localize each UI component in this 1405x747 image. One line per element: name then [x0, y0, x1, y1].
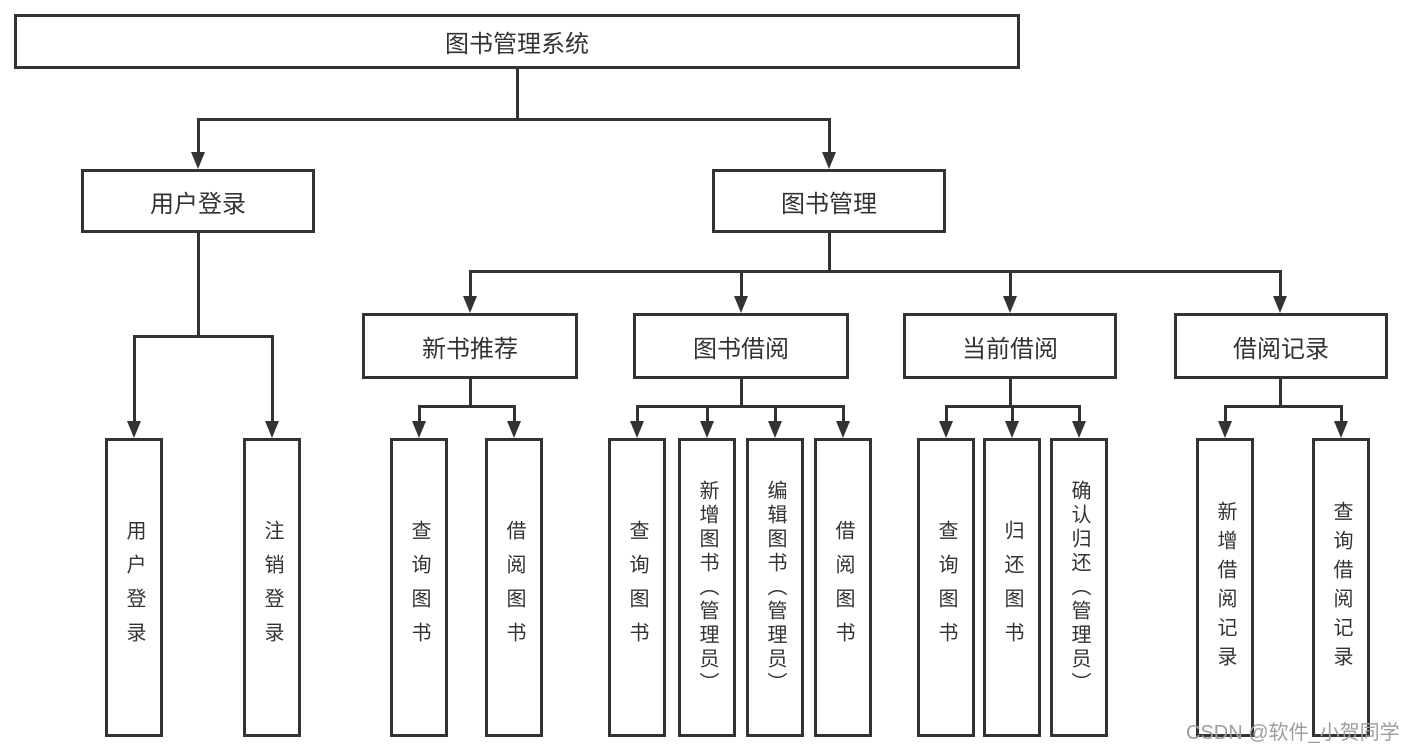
arrowhead-leaf [700, 421, 714, 438]
leaf-query-books: 查询图书 [608, 438, 666, 737]
leaf-label: 确认归还（管理员） [1068, 479, 1090, 696]
connector-stem-current-borrow [1009, 270, 1012, 298]
leaf-label: 借阅图书 [832, 519, 854, 656]
connector-stem-leaf [1224, 405, 1227, 423]
arrowhead-book-borrow [734, 296, 748, 313]
leaf-query-books: 查询图书 [390, 438, 448, 737]
leaf-logout: 注销登录 [243, 438, 301, 737]
leaf-label: 注销登录 [261, 519, 283, 656]
node-label: 用户登录 [150, 190, 246, 218]
node-book-management: 图书管理 [712, 169, 946, 233]
leaf-borrow-books: 借阅图书 [814, 438, 872, 737]
connector-root-split [197, 118, 831, 121]
leaf-label: 归还图书 [1001, 519, 1023, 656]
connector-book-mgmt-split [469, 270, 1282, 273]
connector-book-borrow-stem [740, 379, 743, 408]
arrowhead-login-leaf [127, 421, 141, 438]
leaf-add-books-admin: 新增图书（管理员） [678, 438, 736, 737]
leaf-label: 用户登录 [123, 519, 145, 656]
arrowhead-leaf [1005, 421, 1019, 438]
leaf-label: 新增图书（管理员） [696, 479, 718, 696]
node-label: 图书管理系统 [445, 31, 589, 58]
connector-stem-login-leaf [133, 335, 136, 423]
arrowhead-current-borrow [1003, 296, 1017, 313]
arrowhead-leaf [1072, 421, 1086, 438]
leaf-query-books: 查询图书 [917, 438, 975, 737]
node-user-login: 用户登录 [81, 169, 315, 233]
arrowhead-new-book [463, 296, 477, 313]
connector-stem-user-login [197, 118, 200, 154]
node-label: 当前借阅 [962, 335, 1058, 363]
connector-current-borrow-stem [1009, 379, 1012, 408]
connector-stem-leaf [636, 405, 639, 423]
connector-stem-logout-leaf [271, 335, 274, 423]
node-current-borrowing: 当前借阅 [903, 313, 1117, 379]
connector-stem-leaf [1340, 405, 1343, 423]
arrowhead-leaf [1334, 421, 1348, 438]
connector-stem-leaf [842, 405, 845, 423]
leaf-label: 编辑图书（管理员） [764, 479, 786, 696]
connector-book-mgmt-stem [828, 233, 831, 273]
arrowhead-leaf [939, 421, 953, 438]
node-library-management-system: 图书管理系统 [14, 14, 1020, 69]
arrowhead-user-login [191, 152, 205, 169]
leaf-user-login: 用户登录 [105, 438, 163, 737]
connector-stem-leaf [1011, 405, 1014, 423]
connector-borrow-record-split [1224, 405, 1343, 408]
node-new-book-recommend: 新书推荐 [362, 313, 578, 379]
connector-borrow-record-stem [1279, 379, 1282, 408]
arrowhead-leaf [1218, 421, 1232, 438]
node-label: 借阅记录 [1233, 335, 1329, 363]
connector-new-book-split [418, 405, 516, 408]
arrowhead-leaf [507, 421, 521, 438]
leaf-label: 查询借阅记录 [1330, 500, 1352, 675]
arrowhead-logout-leaf [265, 421, 279, 438]
arrowhead-borrow-record [1273, 296, 1287, 313]
arrowhead-leaf [412, 421, 426, 438]
leaf-label: 查询图书 [935, 519, 957, 656]
csdn-watermark: CSDN @软件_小贺同学 [1186, 722, 1400, 744]
node-borrowing-records: 借阅记录 [1174, 313, 1388, 379]
connector-root-stem [516, 69, 519, 119]
connector-stem-borrow-record [1279, 270, 1282, 298]
arrowhead-book-mgmt [822, 152, 836, 169]
connector-stem-new-book [469, 270, 472, 298]
node-book-borrowing: 图书借阅 [633, 313, 849, 379]
connector-new-book-stem [469, 379, 472, 408]
connector-stem-leaf [945, 405, 948, 423]
connector-stem-leaf [418, 405, 421, 423]
node-label: 新书推荐 [422, 335, 518, 363]
leaf-label: 新增借阅记录 [1214, 500, 1236, 675]
connector-stem-book-borrow [740, 270, 743, 298]
leaf-query-borrow-record: 查询借阅记录 [1312, 438, 1370, 737]
arrowhead-leaf [630, 421, 644, 438]
connector-book-borrow-split [636, 405, 845, 408]
connector-user-login-split [133, 335, 274, 338]
node-label: 图书管理 [781, 190, 877, 218]
connector-stem-leaf [1078, 405, 1081, 423]
leaf-return-books: 归还图书 [983, 438, 1041, 737]
leaf-label: 借阅图书 [503, 519, 525, 656]
leaf-add-borrow-record: 新增借阅记录 [1196, 438, 1254, 737]
connector-user-login-stem [197, 233, 200, 335]
leaf-borrow-books: 借阅图书 [485, 438, 543, 737]
leaf-edit-books-admin: 编辑图书（管理员） [746, 438, 804, 737]
connector-stem-leaf [513, 405, 516, 423]
connector-stem-leaf [774, 405, 777, 423]
leaf-label: 查询图书 [408, 519, 430, 656]
connector-stem-book-mgmt [828, 118, 831, 154]
leaf-label: 查询图书 [626, 519, 648, 656]
connector-stem-leaf [706, 405, 709, 423]
leaf-confirm-return-admin: 确认归还（管理员） [1050, 438, 1108, 737]
node-label: 图书借阅 [693, 335, 789, 363]
arrowhead-leaf [836, 421, 850, 438]
arrowhead-leaf [768, 421, 782, 438]
